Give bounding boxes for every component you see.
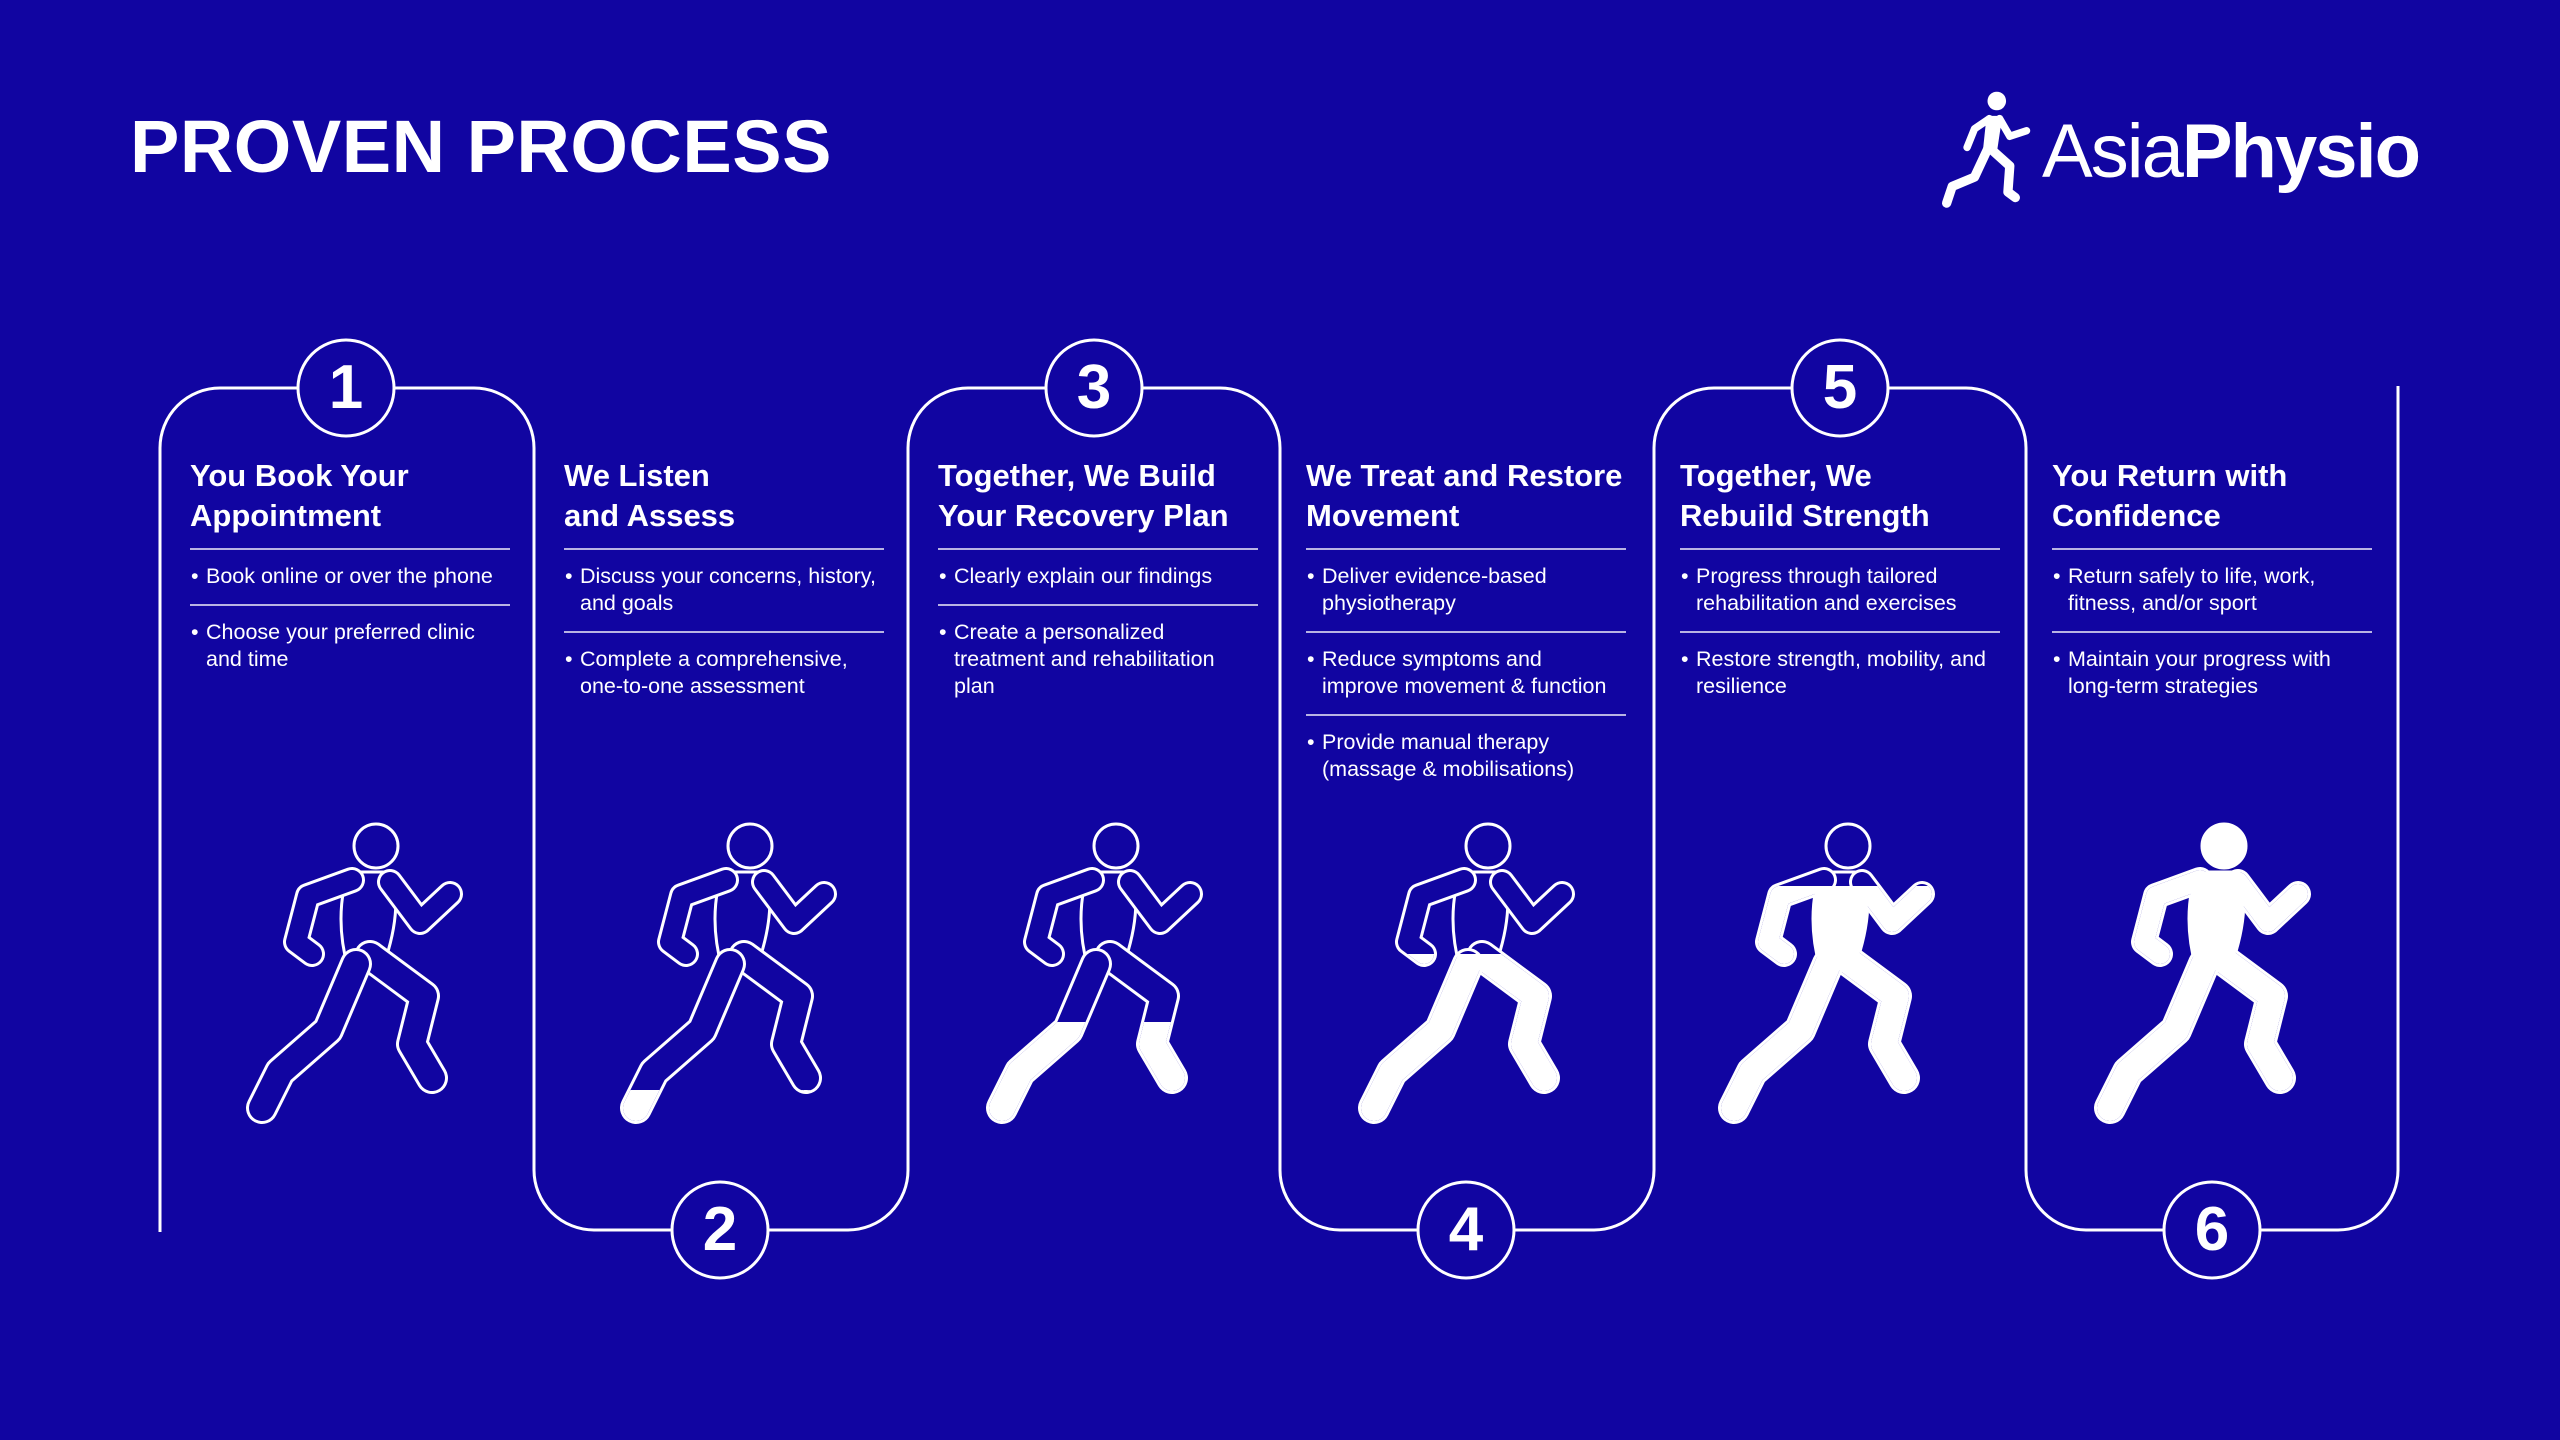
step-bullet: Restore strength, mobility, and resilien… [1680, 633, 2000, 714]
step-bullet: Book online or over the phone [190, 550, 510, 606]
step-number-1: 1 [328, 353, 364, 422]
step-card-1: You Book Your Appointment Book online or… [190, 456, 510, 687]
step-bullet: Deliver evidence-based physiotherapy [1306, 550, 1626, 633]
step-number-circle-1 [296, 338, 396, 438]
step-number-2: 2 [702, 1195, 738, 1264]
step-title-6: You Return with Confidence [2052, 456, 2372, 550]
runner-figure-1 [246, 822, 463, 1124]
runner-figure-3 [986, 822, 1203, 1124]
brand-name: AsiaPhysio [2042, 114, 2421, 190]
step-card-4: We Treat and Restore Movement Deliver ev… [1306, 456, 1626, 797]
process-outline [158, 386, 2400, 1232]
step-bullets-3: Clearly explain our findings Create a pe… [938, 550, 1258, 714]
step-bullet: Reduce symptoms and improve movement & f… [1306, 633, 1626, 716]
brand-name-part2: Physio [2181, 109, 2421, 194]
step-bullet: Choose your preferred clinic and time [190, 606, 510, 687]
step-card-5: Together, We Rebuild Strength Progress t… [1680, 456, 2000, 714]
step-number-5: 5 [1822, 353, 1858, 422]
runner-fill [989, 1022, 1185, 1121]
step-number-circle-2 [670, 1180, 770, 1280]
step-title-3: Together, We Build Your Recovery Plan [938, 456, 1258, 550]
step-title-4: We Treat and Restore Movement [1306, 456, 1626, 550]
step-number-circle-4 [1416, 1180, 1516, 1280]
brand-logo[interactable]: AsiaPhysio [1940, 88, 2440, 218]
step-card-6: You Return with Confidence Return safely… [2052, 456, 2372, 714]
running-man-icon [1942, 91, 2031, 208]
step-bullet: Create a personalized treatment and reha… [938, 606, 1258, 714]
brand-name-part1: Asia [2042, 109, 2184, 194]
step-bullets-6: Return safely to life, work, fitness, an… [2052, 550, 2372, 714]
step-number-circle-5 [1790, 338, 1890, 438]
step-bullet: Provide manual therapy (massage & mobili… [1306, 716, 1626, 797]
step-card-2: We Listen and Assess Discuss your concer… [564, 456, 884, 714]
step-bullet: Return safely to life, work, fitness, an… [2052, 550, 2372, 633]
runner-figure-6 [2094, 822, 2311, 1124]
step-card-3: Together, We Build Your Recovery Plan Cl… [938, 456, 1258, 714]
step-bullet: Complete a comprehensive, one-to-one ass… [564, 633, 884, 714]
page-title: PROVEN PROCESS [130, 105, 832, 188]
step-number-6: 6 [2194, 1195, 2230, 1264]
step-bullets-2: Discuss your concerns, history, and goal… [564, 550, 884, 714]
step-bullet: Discuss your concerns, history, and goal… [564, 550, 884, 633]
step-number-circle-6 [2162, 1180, 2262, 1280]
step-bullet: Maintain your progress with long-term st… [2052, 633, 2372, 714]
step-title-5: Together, We Rebuild Strength [1680, 456, 2000, 550]
step-number-circle-3 [1044, 338, 1144, 438]
runner-fill [1721, 886, 1932, 1121]
runner-outline [620, 822, 837, 1124]
runner-fill [1361, 954, 1557, 1121]
step-title-1: You Book Your Appointment [190, 456, 510, 550]
runner-figure-4 [1358, 822, 1575, 1124]
step-bullet: Clearly explain our findings [938, 550, 1258, 606]
step-bullets-5: Progress through tailored rehabilitation… [1680, 550, 2000, 714]
step-bullet: Progress through tailored rehabilitation… [1680, 550, 2000, 633]
step-number-3: 3 [1076, 353, 1112, 422]
step-bullets-1: Book online or over the phone Choose you… [190, 550, 510, 687]
runner-figure-2 [620, 822, 837, 1124]
step-bullets-4: Deliver evidence-based physiotherapy Red… [1306, 550, 1626, 797]
runner-figure-5 [1718, 822, 1935, 1124]
runner-fill [2097, 824, 2308, 1121]
step-number-4: 4 [1448, 1195, 1484, 1264]
step-title-2: We Listen and Assess [564, 456, 884, 550]
runner-outline [246, 822, 463, 1124]
